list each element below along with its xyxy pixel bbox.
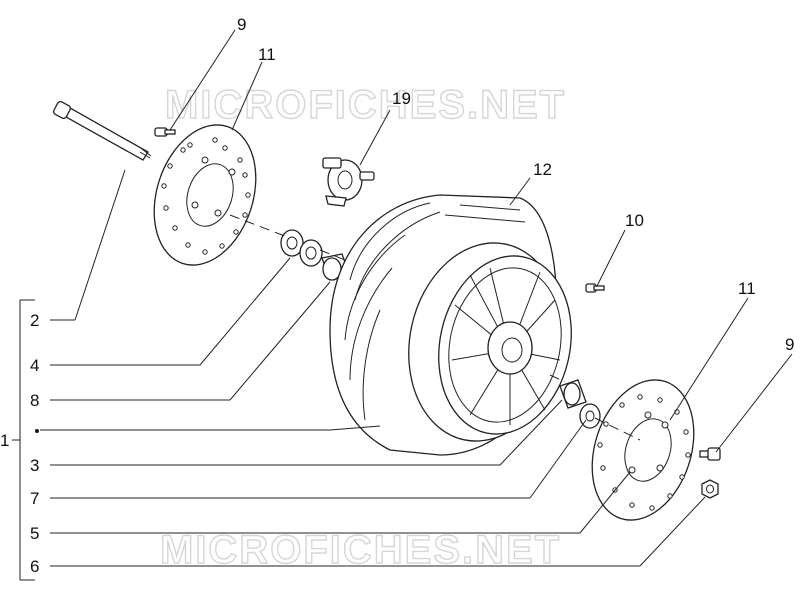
callout-19: 19 — [392, 89, 411, 108]
leader-dot — [35, 429, 39, 433]
brake-disc-right — [591, 379, 695, 521]
callout-1: 1 — [0, 431, 9, 450]
leader-lines — [12, 29, 793, 581]
disc-top-vent-holes — [161, 137, 251, 255]
axis-line — [229, 214, 641, 441]
bolt-top — [154, 127, 176, 137]
callout-3: 3 — [30, 456, 39, 475]
callout-6: 6 — [30, 557, 39, 576]
callout-8: 8 — [30, 391, 39, 410]
spacer-right — [559, 379, 587, 409]
brake-disc-top — [153, 124, 257, 266]
watermark-bottom: MICROFICHES.NET — [160, 528, 561, 572]
callout-9-right: 9 — [785, 335, 794, 354]
callout-10: 10 — [625, 211, 644, 230]
callout-11-right: 11 — [738, 279, 756, 298]
disc-right-vent-holes — [597, 394, 691, 511]
bolt-10 — [585, 283, 605, 293]
watermark-top: MICROFICHES.NET — [165, 83, 566, 127]
callout-7: 7 — [30, 489, 39, 508]
callout-4: 4 — [30, 356, 39, 375]
bearing-left — [280, 229, 323, 267]
axle-nut — [701, 479, 719, 499]
callout-labels: 9 11 19 12 10 11 9 1 2 4 8 3 7 5 6 — [0, 15, 794, 576]
callout-5: 5 — [30, 524, 39, 543]
callout-11-top: 11 — [258, 45, 276, 64]
speedometer-drive — [322, 157, 375, 207]
wheel-rim — [438, 255, 572, 435]
callout-2: 2 — [30, 311, 39, 330]
axle — [52, 100, 152, 161]
callout-12: 12 — [533, 160, 552, 179]
callout-9-top: 9 — [237, 15, 246, 34]
bolt-right — [699, 447, 721, 461]
tyre-tread — [344, 202, 526, 421]
